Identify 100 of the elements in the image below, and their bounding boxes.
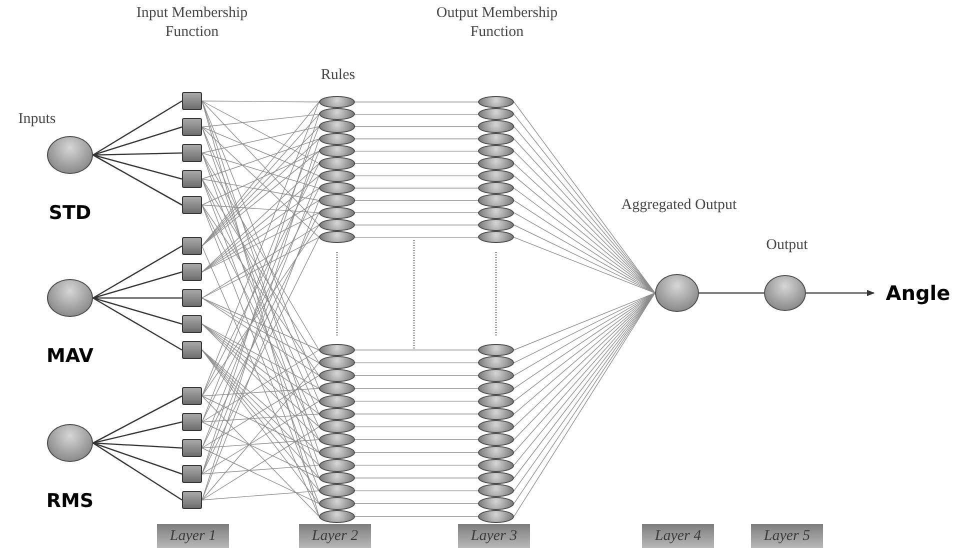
rule-circle [319, 157, 355, 170]
membership-square [182, 289, 202, 307]
membership-square [182, 144, 202, 162]
connector-line [202, 464, 320, 474]
output-membership-circle [478, 344, 514, 356]
connector-line [202, 126, 320, 154]
rule-circle [319, 446, 355, 459]
rule-circle [319, 510, 355, 523]
connector-line [202, 388, 320, 396]
connector-line [354, 439, 478, 440]
output-membership-circle [478, 120, 514, 133]
connector-line [354, 452, 478, 453]
connector-line [202, 152, 320, 188]
layer-tag: Layer 4 [642, 524, 714, 548]
output-membership-circle [478, 356, 514, 370]
rule-circle [319, 408, 355, 420]
connector-line [354, 224, 478, 226]
connector-line [92, 442, 182, 475]
connector-line [93, 297, 182, 299]
connector-line [514, 224, 656, 294]
connector-line [92, 442, 182, 501]
rule-circle [319, 344, 355, 356]
output-membership-circle [478, 96, 514, 108]
output-membership-circle [478, 382, 514, 395]
connector-line [699, 292, 764, 294]
connector-line [354, 503, 478, 504]
connector-line [92, 297, 182, 325]
membership-square [182, 387, 202, 405]
layer-tag: Layer 3 [458, 524, 530, 548]
rule-circle [319, 182, 355, 194]
connector-line [354, 200, 478, 201]
connector-line [202, 150, 320, 206]
output-membership-circle [478, 497, 514, 510]
connector-line [202, 490, 320, 500]
output-membership-circle [478, 484, 514, 498]
membership-square [182, 170, 202, 188]
connector-line [92, 421, 182, 444]
membership-square [182, 413, 202, 431]
connector-line [92, 154, 182, 206]
rule-circle [319, 132, 355, 146]
membership-square [182, 341, 202, 359]
output-membership-circle [478, 231, 514, 244]
connector-line [354, 426, 478, 428]
membership-square [182, 491, 202, 509]
input-name: MAV [45, 347, 95, 366]
output-membership-circle [478, 420, 514, 434]
rule-circle [319, 369, 355, 382]
rule-circle [319, 206, 355, 219]
connector-line [202, 439, 320, 448]
connector-line [354, 138, 478, 140]
connector-line [202, 375, 320, 448]
rule-circle [319, 382, 355, 395]
layer-tag: Layer 5 [751, 524, 823, 548]
rule-circle [319, 433, 355, 446]
connector-line [92, 271, 182, 299]
column-heading: Input Membership Function [135, 4, 249, 42]
column-heading: Output [765, 236, 809, 255]
connector-line [202, 114, 320, 128]
connector-line [806, 290, 875, 296]
column-heading: Inputs [17, 110, 57, 129]
output-membership-circle [478, 394, 514, 408]
output-membership-circle [478, 157, 514, 170]
membership-square [182, 92, 202, 110]
output-membership-circle [478, 472, 514, 484]
connector-line [202, 324, 320, 389]
output-membership-circle [478, 145, 514, 158]
output-membership-circle [478, 446, 514, 459]
connector-line [202, 178, 320, 201]
connector-line [202, 246, 320, 517]
connector-line [202, 100, 320, 102]
membership-square [182, 196, 202, 214]
connector-line [202, 396, 320, 517]
connector-line [202, 236, 320, 474]
column-heading: Aggregated Output [620, 196, 738, 215]
rule-circle [319, 231, 355, 244]
input-name: RMS [45, 492, 95, 511]
output-membership-circle [478, 218, 514, 232]
rule-circle [319, 120, 355, 133]
column-heading: Rules [320, 66, 356, 85]
connector-line [354, 114, 478, 115]
rule-circle [319, 472, 355, 484]
rule-circle [319, 194, 355, 207]
connector-line [202, 426, 320, 500]
connector-line [202, 138, 320, 180]
connector-line [202, 298, 320, 376]
connector-line [354, 375, 478, 376]
connector-line [354, 150, 478, 152]
input-circle [47, 424, 93, 462]
output-membership-circle [478, 194, 514, 207]
connector-line [202, 178, 320, 364]
connector-line [202, 204, 320, 376]
input-circle [47, 279, 93, 317]
connector-line [354, 126, 478, 127]
connector-line [92, 395, 182, 444]
connector-line [92, 297, 182, 351]
layer-tag: Layer 1 [157, 524, 229, 548]
connector-line [354, 163, 478, 164]
rule-circle [319, 145, 355, 158]
connector-line [92, 442, 182, 449]
connector-line [354, 516, 478, 517]
